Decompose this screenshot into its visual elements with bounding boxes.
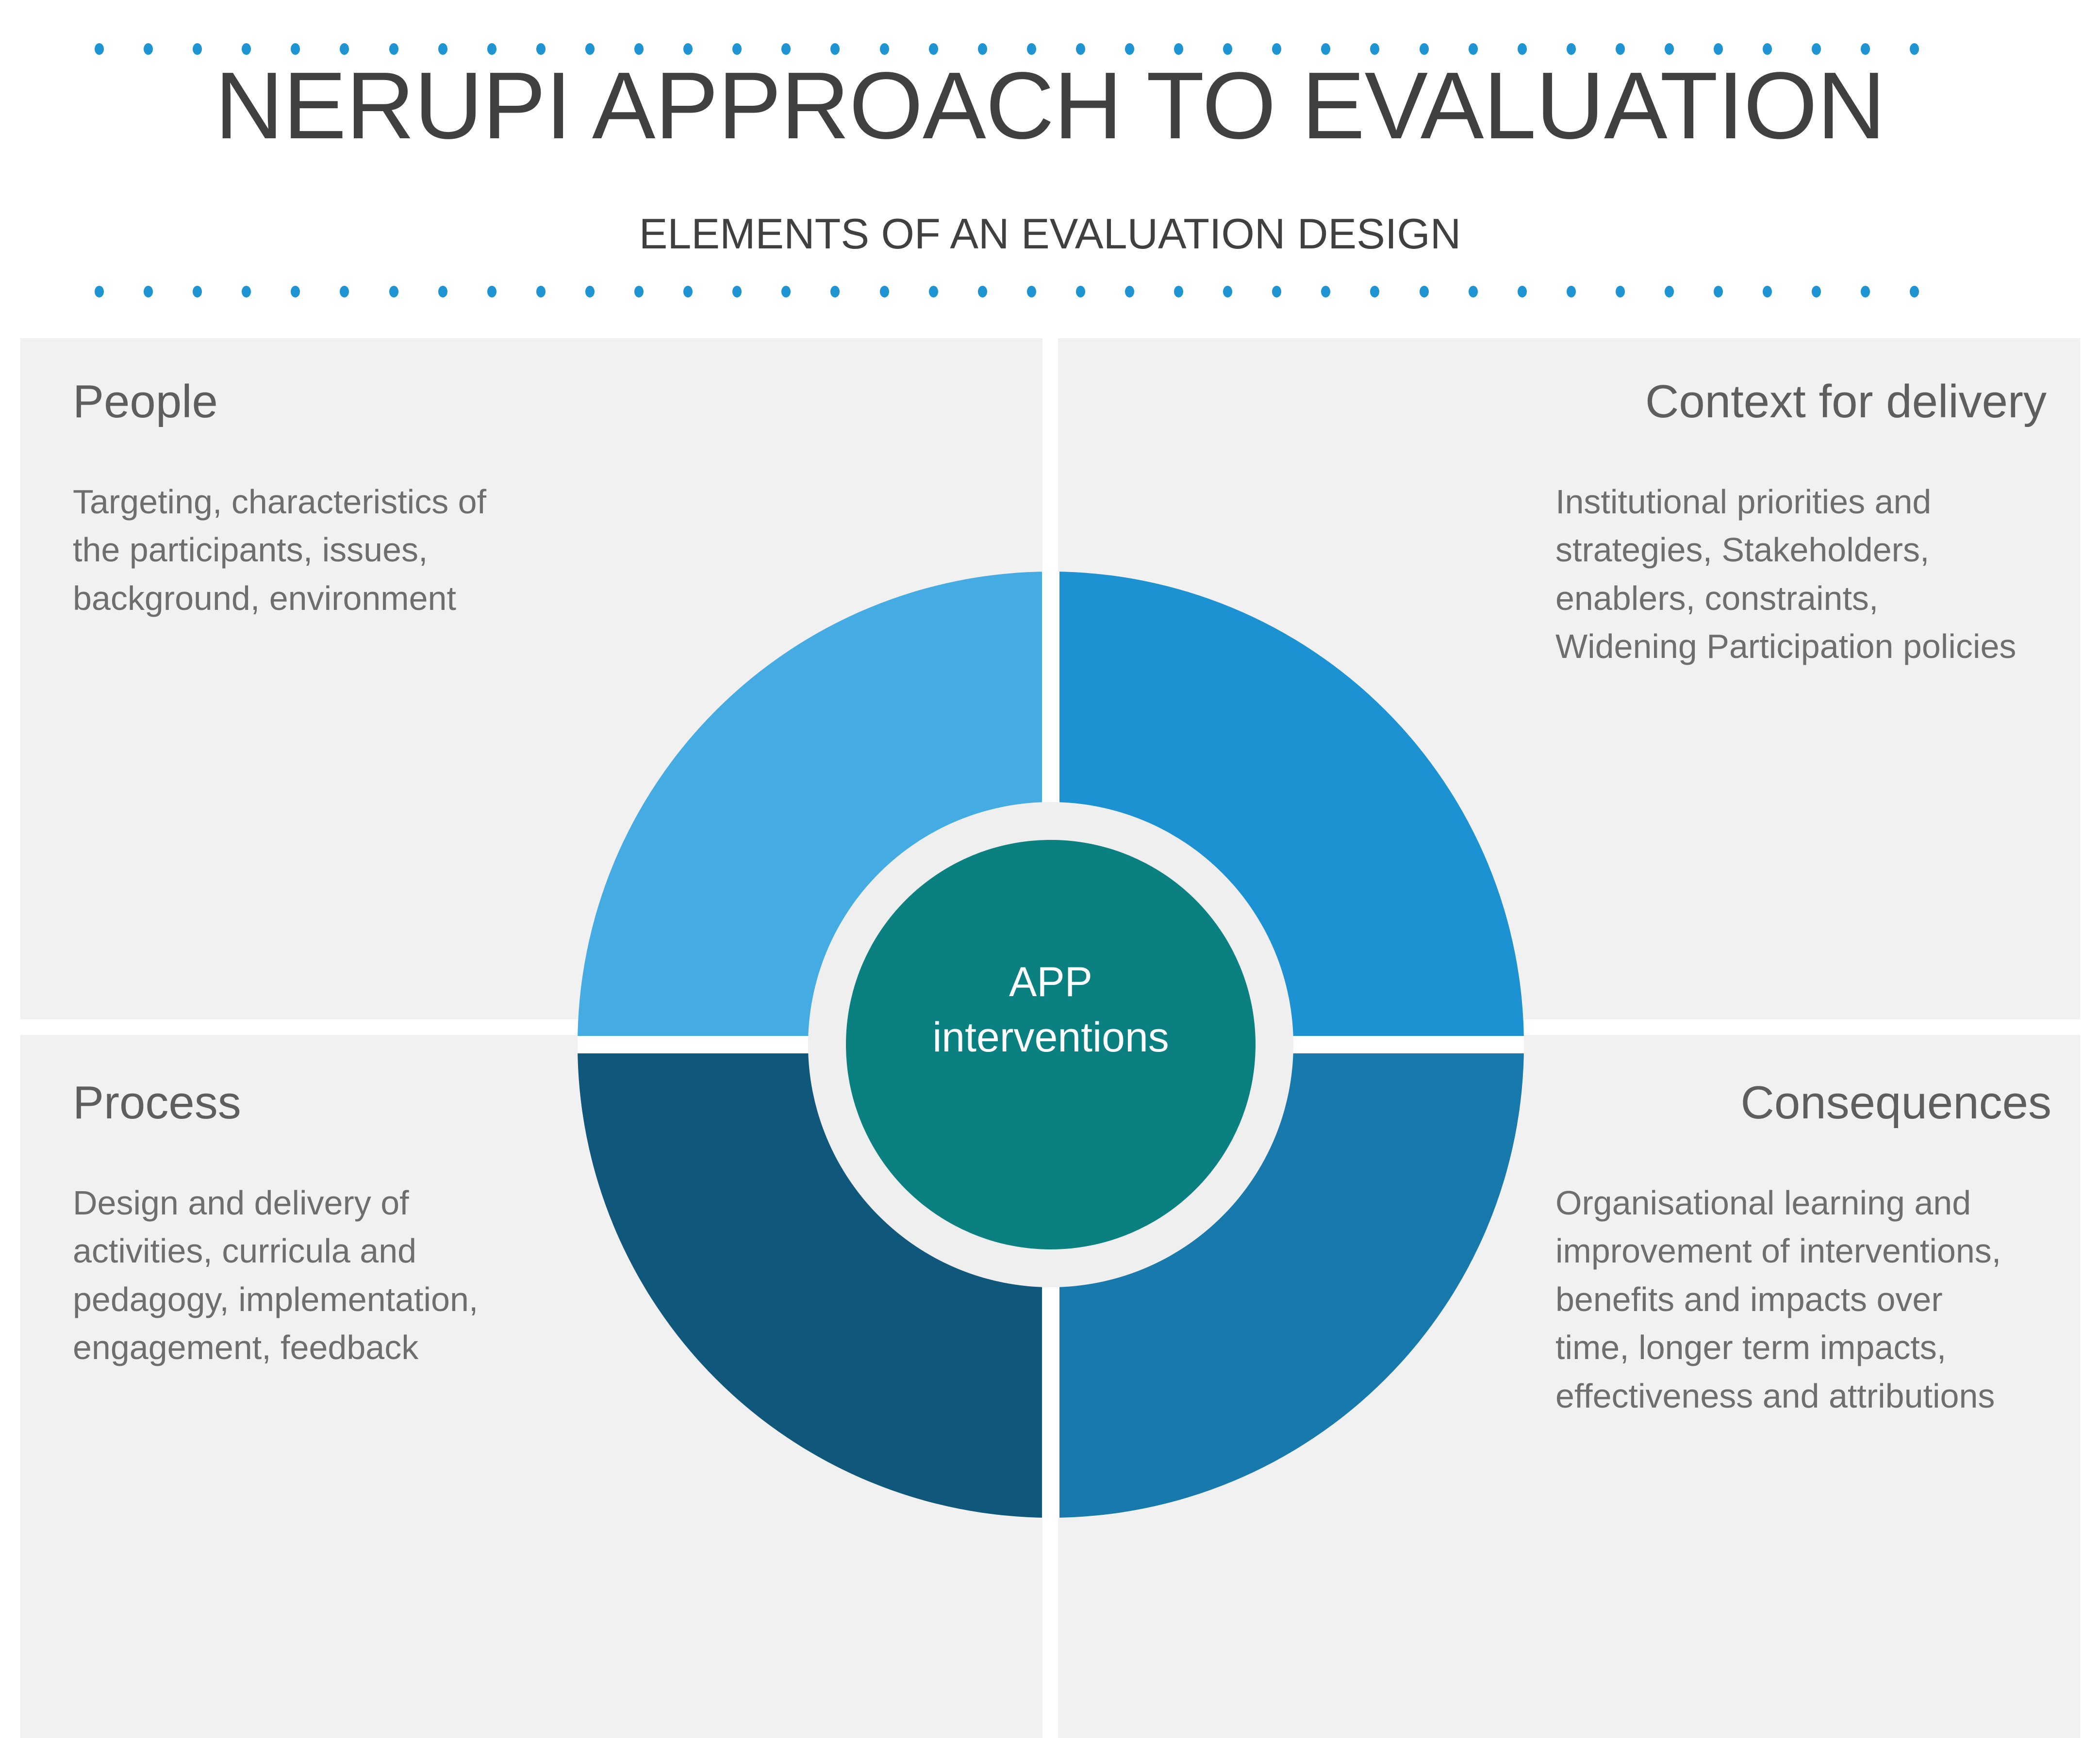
rule-dot [585, 43, 595, 55]
page-title: NERUPI APPROACH TO EVALUATION [215, 52, 1886, 159]
rule-dot [732, 43, 742, 55]
rule-dot [1026, 286, 1036, 297]
donut-center-hub[interactable] [846, 840, 1256, 1249]
rule-dot [1075, 43, 1085, 55]
rule-dot [340, 43, 349, 55]
quadrant-body-consequences: Organisational learning and improvement … [1555, 1184, 2001, 1415]
rule-dot [1566, 286, 1576, 297]
rule-dot [732, 286, 742, 297]
dotted-rule-top [95, 43, 1919, 55]
rule-dot [1517, 43, 1527, 55]
rule-dot [1910, 43, 1919, 55]
rule-dot [291, 43, 300, 55]
rule-dot [291, 286, 300, 297]
rule-dot [95, 43, 104, 55]
rule-dot [438, 43, 447, 55]
quadrant-heading-context: Context for delivery [1645, 376, 2047, 427]
rule-dot [1714, 286, 1723, 297]
quadrant-body-context: Institutional priorities and strategies,… [1555, 483, 2017, 666]
rule-dot [1419, 286, 1429, 297]
rule-dot [1272, 286, 1282, 297]
donut-chart-svg [578, 572, 1524, 1518]
rule-dot [242, 286, 251, 297]
rule-dot [1321, 286, 1331, 297]
rule-dot [977, 43, 987, 55]
rule-dot [585, 286, 595, 297]
quadrant-body-people: Targeting, characteristics of the partic… [73, 483, 487, 617]
rule-dot [1026, 43, 1036, 55]
rule-dot [1763, 286, 1772, 297]
rule-dot [389, 43, 398, 55]
rule-dot [977, 286, 987, 297]
rule-dot [1075, 286, 1085, 297]
header-band: NERUPI APPROACH TO EVALUATION ELEMENTS O… [0, 0, 2100, 338]
rule-dot [1223, 43, 1233, 55]
rule-dot [1124, 286, 1134, 297]
rule-dot [634, 286, 644, 297]
rule-dot [1615, 286, 1625, 297]
quadrant-body-process: Design and delivery of activities, curri… [73, 1184, 479, 1367]
rule-dot [95, 286, 104, 297]
rule-dot [1370, 43, 1380, 55]
rule-dot [1665, 286, 1674, 297]
rule-dot [781, 286, 791, 297]
rule-dot [242, 43, 251, 55]
rule-dot [144, 286, 153, 297]
rule-dot [634, 43, 644, 55]
rule-dot [1714, 43, 1723, 55]
rule-dot [340, 286, 349, 297]
rule-dot [1861, 286, 1870, 297]
rule-dot [536, 286, 546, 297]
rule-dot [193, 43, 202, 55]
rule-dot [1174, 286, 1184, 297]
rule-dot [536, 43, 546, 55]
rule-dot [928, 43, 938, 55]
rule-dot [928, 286, 938, 297]
rule-dot [1615, 43, 1625, 55]
rule-dot [1517, 286, 1527, 297]
rule-dot [830, 43, 840, 55]
rule-dot [781, 43, 791, 55]
rule-dot [1223, 286, 1233, 297]
rule-dot [1370, 286, 1380, 297]
rule-dot [438, 286, 447, 297]
rule-dot [879, 286, 889, 297]
quadrant-heading-consequences: Consequences [1740, 1077, 2051, 1129]
rule-dot [879, 43, 889, 55]
rule-dot [1124, 43, 1134, 55]
quadrant-heading-people: People [73, 376, 218, 427]
rule-dot [193, 286, 202, 297]
rule-dot [1419, 43, 1429, 55]
rule-dot [683, 286, 693, 297]
rule-dot [389, 286, 398, 297]
rule-dot [683, 43, 693, 55]
rule-dot [1812, 43, 1821, 55]
rule-dot [487, 286, 496, 297]
rule-dot [1174, 43, 1184, 55]
rule-dot [1763, 43, 1772, 55]
rule-dot [1566, 43, 1576, 55]
rule-dot [1468, 43, 1478, 55]
dotted-rule-bottom [95, 285, 1919, 298]
rule-dot [1272, 43, 1282, 55]
rule-dot [1861, 43, 1870, 55]
rule-dot [1468, 286, 1478, 297]
rule-dot [1665, 43, 1674, 55]
rule-dot [1321, 43, 1331, 55]
page-subtitle: ELEMENTS OF AN EVALUATION DESIGN [639, 210, 1461, 258]
rule-dot [1812, 286, 1821, 297]
rule-dot [1910, 286, 1919, 297]
rule-dot [830, 286, 840, 297]
quadrant-heading-process: Process [73, 1077, 241, 1129]
rule-dot [487, 43, 496, 55]
rule-dot [144, 43, 153, 55]
